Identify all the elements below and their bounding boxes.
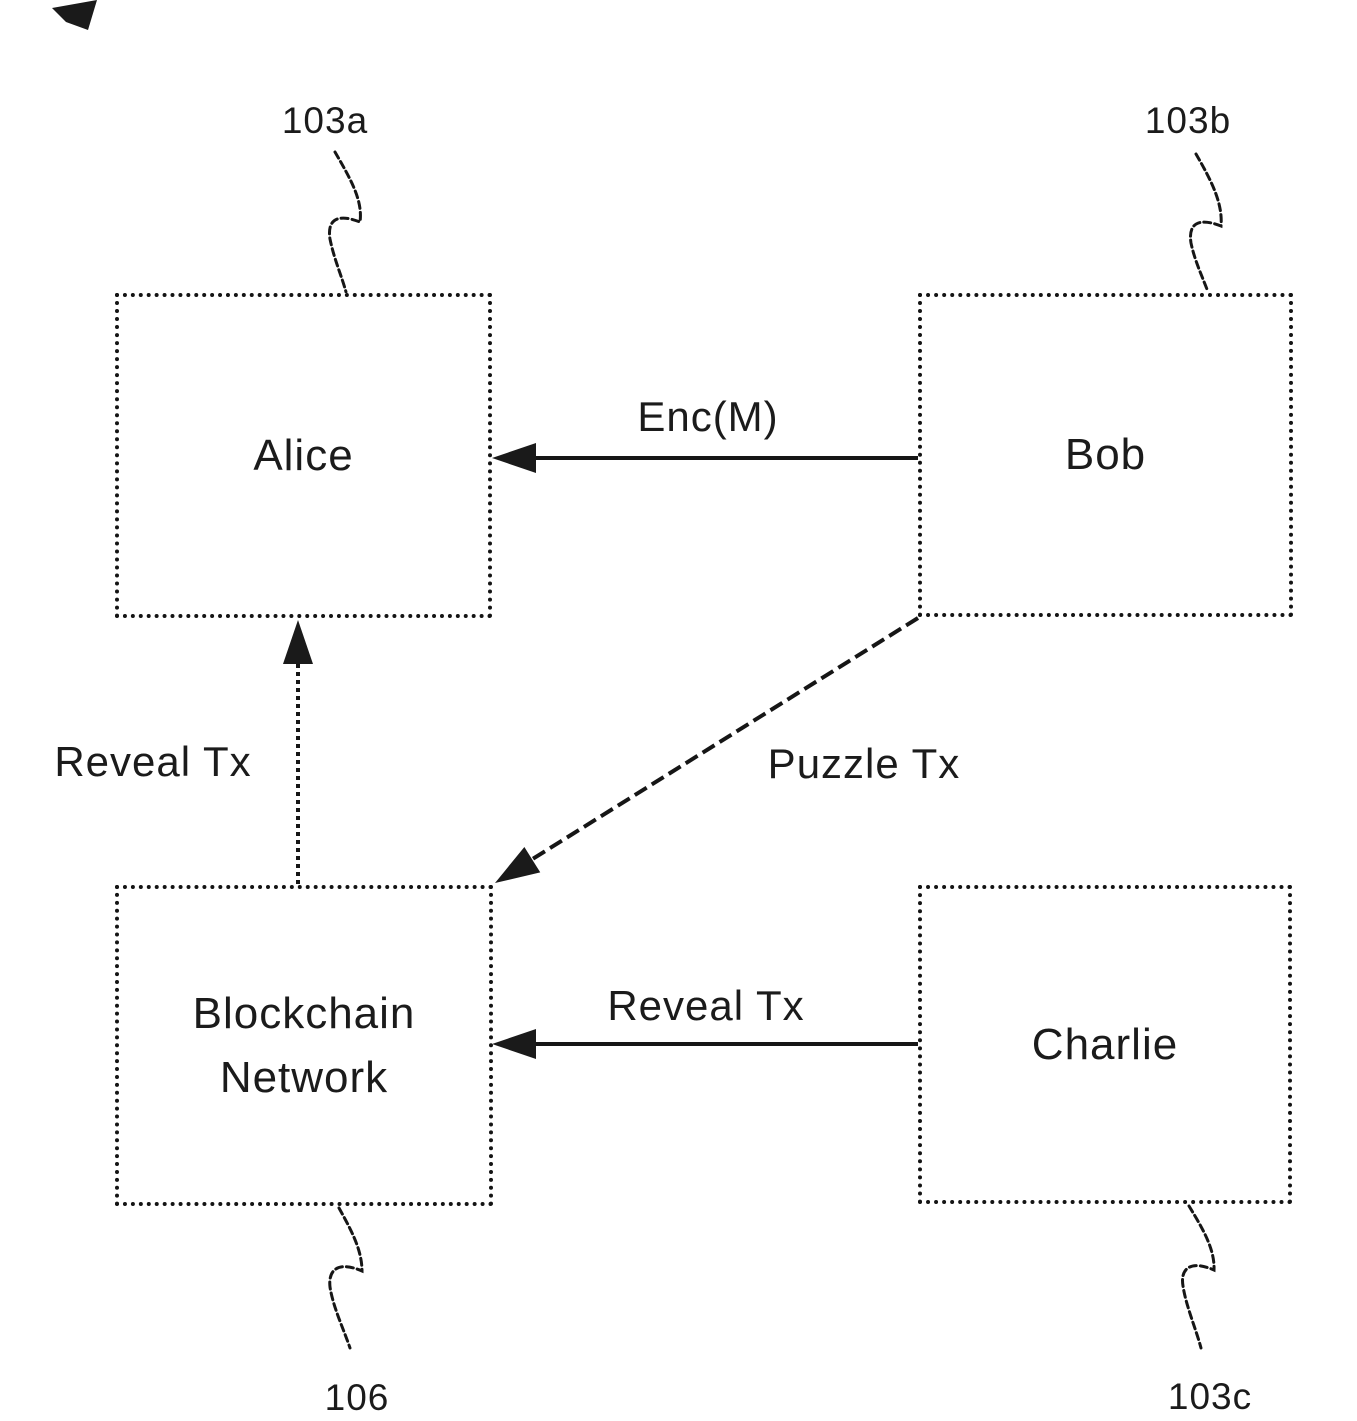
ref-106-leader: [328, 1206, 364, 1350]
edge-reveal-tx-upper-arrow: [283, 620, 313, 884]
puzzle-tx-arrowhead-icon: [495, 846, 541, 883]
ref-103b-leader: [1188, 152, 1223, 294]
ref-103c: 103c: [1167, 1376, 1253, 1417]
ref-103c-leader: [1181, 1204, 1216, 1350]
edge-reveal-tx-lower-label: Reveal Tx: [607, 982, 805, 1029]
node-charlie-label: Charlie: [1031, 1019, 1179, 1069]
ref-103a-leader: [327, 150, 362, 294]
edge-puzzle-tx-arrow: [495, 616, 920, 883]
node-charlie: Charlie: [918, 885, 1292, 1204]
enc-m-arrowhead-icon: [492, 443, 536, 473]
stray-arrowhead-fragment-icon: [52, 0, 97, 30]
puzzle-tx-line: [529, 616, 920, 862]
node-bob-label: Bob: [1064, 430, 1147, 480]
reveal-tx-upper-arrowhead-icon: [283, 620, 313, 664]
node-alice-label: Alice: [253, 430, 354, 480]
edge-reveal-tx-lower-arrow: [492, 1029, 918, 1059]
ref-103b: 103b: [1144, 100, 1232, 141]
node-alice: Alice: [115, 293, 492, 618]
ref-103a: 103a: [281, 100, 369, 141]
ref-106: 106: [324, 1377, 390, 1418]
edge-enc-m-arrow: [492, 443, 918, 473]
reveal-tx-lower-arrowhead-icon: [492, 1029, 536, 1059]
edge-puzzle-tx-label: Puzzle Tx: [767, 740, 961, 787]
node-blockchain-network: Blockchain Network: [115, 885, 493, 1206]
node-blockchain-network-label: Blockchain Network: [192, 988, 416, 1102]
edge-reveal-tx-upper-label: Reveal Tx: [54, 738, 252, 785]
edge-enc-m-label: Enc(M): [637, 393, 779, 440]
node-bob: Bob: [918, 293, 1293, 617]
